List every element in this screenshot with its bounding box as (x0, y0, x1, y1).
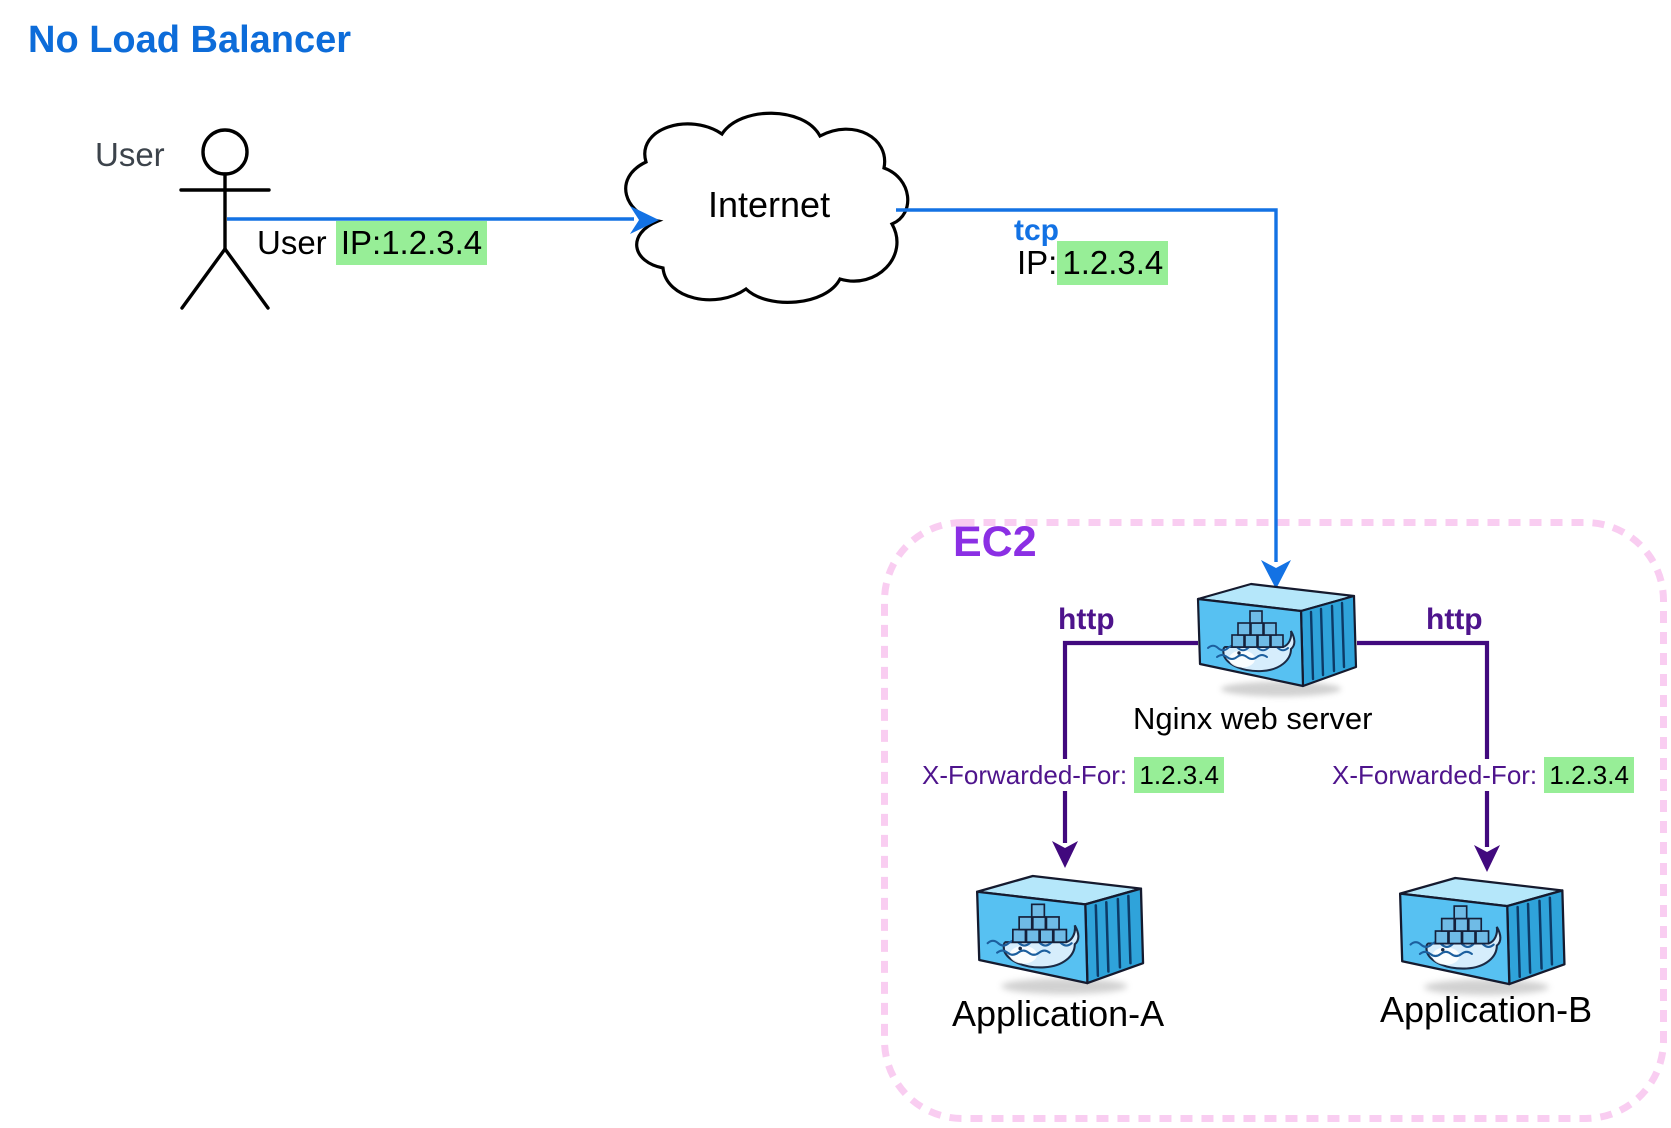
x-forwarded-for-label-left: X-Forwarded-For: 1.2.3.4 (915, 757, 1231, 793)
user-label: User (95, 136, 165, 173)
arrowhead-into-app-a (1052, 841, 1078, 868)
xff-left-highlight: 1.2.3.4 (1134, 757, 1224, 793)
tcp-ip-highlight: 1.2.3.4 (1057, 241, 1169, 285)
stick-figure-left-leg (180, 247, 227, 310)
http-label-left: http (1058, 603, 1115, 636)
xff-left-prefix: X-Forwarded-For: (922, 760, 1135, 790)
tcp-protocol-label: tcp (1014, 214, 1059, 247)
xff-right-highlight: 1.2.3.4 (1544, 757, 1634, 793)
edge-nginx-to-app-b (1357, 640, 1500, 872)
user-ip-label-prefix: User (257, 224, 336, 261)
ec2-boundary-box (881, 519, 1667, 1122)
application-b-label: Application-B (1380, 989, 1593, 1030)
user-ip-edge-label: User IP:1.2.3.4 (257, 221, 488, 265)
ec2-label: EC2 (953, 518, 1037, 566)
internet-cloud-label: Internet (708, 184, 831, 225)
internet-cloud-shape (624, 111, 910, 304)
arrowhead-into-nginx (1261, 560, 1291, 589)
edge-user-to-internet (227, 206, 659, 234)
http-label-right: http (1426, 603, 1483, 636)
x-forwarded-for-label-right: X-Forwarded-For: 1.2.3.4 (1325, 757, 1641, 793)
stick-figure-head (201, 128, 249, 176)
nginx-docker-container-icon (1198, 584, 1356, 697)
tcp-ip-label: IP:1.2.3.4 (1017, 241, 1169, 285)
application-a-label: Application-A (952, 993, 1165, 1034)
edge-internet-to-nginx (896, 208, 1291, 589)
xff-right-prefix: X-Forwarded-For: (1332, 760, 1545, 790)
app-a-docker-container-icon (977, 876, 1143, 994)
page-title: No Load Balancer (28, 19, 352, 61)
nginx-web-server-label: Nginx web server (1127, 703, 1379, 734)
user-stick-figure (179, 128, 271, 310)
user-ip-highlight: IP:1.2.3.4 (335, 221, 488, 265)
arrowhead-into-internet (630, 206, 659, 234)
edge-nginx-to-app-a (1052, 640, 1198, 868)
arrowhead-into-app-b (1474, 845, 1500, 872)
tcp-ip-prefix: IP: (1017, 244, 1058, 281)
app-b-docker-container-icon (1400, 878, 1564, 995)
stick-figure-right-leg (223, 247, 270, 310)
